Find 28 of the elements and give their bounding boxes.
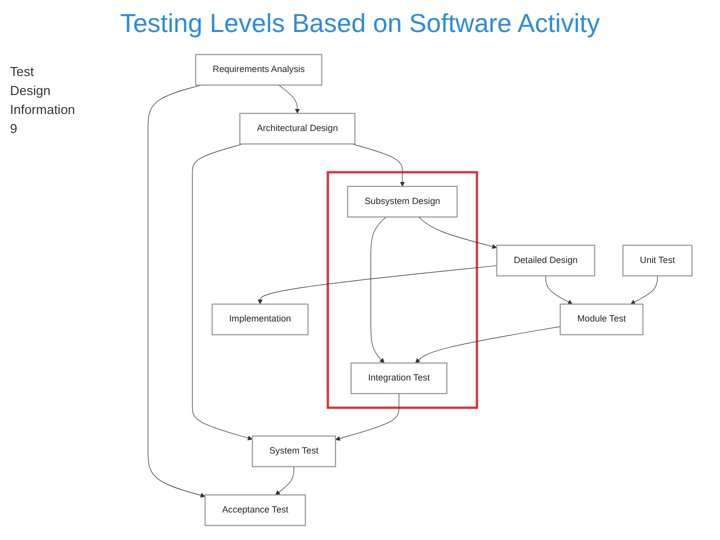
node-box: Requirements Analysis bbox=[195, 54, 322, 86]
node-box: Subsystem Design bbox=[347, 186, 458, 218]
arrow bbox=[545, 276, 573, 304]
node-box: Unit Test bbox=[622, 244, 693, 276]
arrow bbox=[352, 144, 405, 187]
arrow bbox=[370, 216, 386, 364]
node-box: Module Test bbox=[560, 304, 644, 336]
arrow bbox=[335, 393, 400, 441]
note-text: 9 bbox=[10, 121, 18, 136]
arrow bbox=[258, 265, 498, 304]
node-box: System Test bbox=[252, 435, 336, 468]
note-text: Information bbox=[10, 102, 76, 117]
node-box: Integration Test bbox=[350, 362, 448, 394]
arrow bbox=[415, 326, 561, 364]
arrow bbox=[192, 144, 253, 440]
note-text: Test bbox=[10, 64, 35, 79]
arrow bbox=[630, 276, 658, 304]
node-box: Acceptance Test bbox=[204, 494, 306, 526]
arrow bbox=[148, 84, 206, 498]
arrow bbox=[278, 84, 300, 114]
arrow bbox=[275, 466, 294, 496]
node-box: Implementation bbox=[212, 304, 309, 336]
note-text: Design bbox=[10, 83, 52, 98]
node-box: Detailed Design bbox=[496, 244, 596, 276]
node-box: Architectural Design bbox=[239, 112, 356, 145]
cluster bbox=[326, 171, 478, 409]
title: Testing Levels Based on Software Activity bbox=[119, 8, 601, 39]
arrow bbox=[418, 216, 497, 249]
